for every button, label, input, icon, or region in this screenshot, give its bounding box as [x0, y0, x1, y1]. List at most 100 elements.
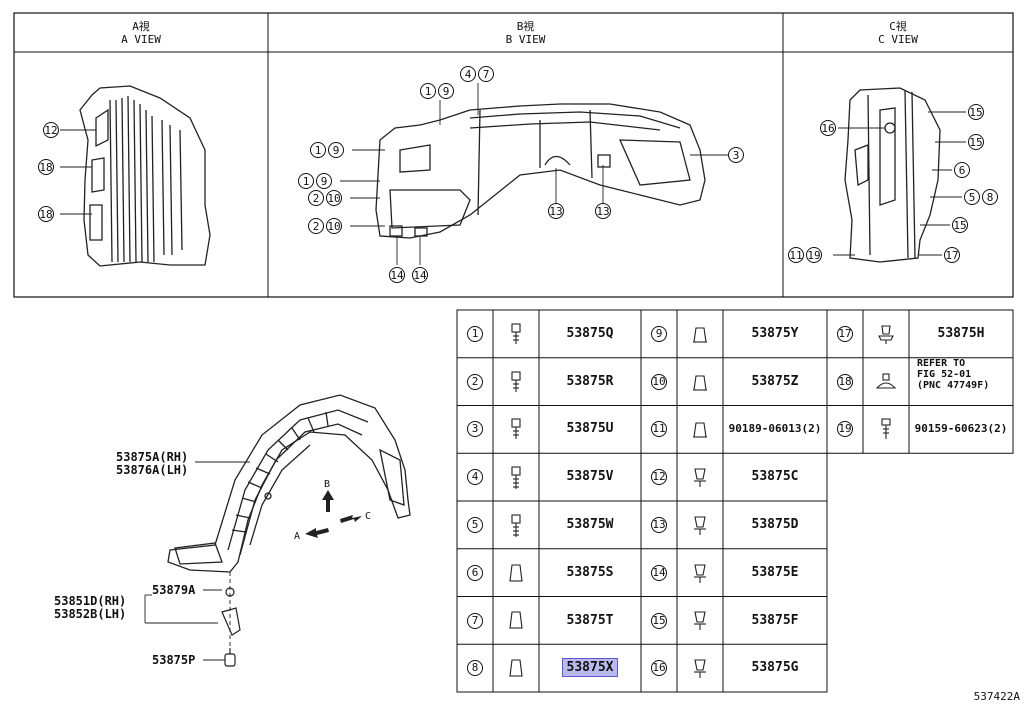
- part-number-marker[interactable]: 11: [651, 420, 667, 437]
- part-number-marker[interactable]: 18: [837, 373, 853, 390]
- callout-marker[interactable]: 15: [952, 217, 968, 233]
- callout-marker[interactable]: 1: [420, 83, 436, 99]
- callout-marker[interactable]: 7: [478, 66, 494, 82]
- table-row-4-num-cell: 4: [457, 453, 493, 500]
- reference-note[interactable]: REFER TO FIG 52-01 (PNC 47749F): [909, 358, 1013, 405]
- callout-marker[interactable]: 9: [316, 173, 332, 189]
- table-row-14-num-cell: 14: [641, 549, 677, 596]
- table-row-7-num-cell: 7: [457, 597, 493, 644]
- part-number-marker[interactable]: 4: [467, 468, 483, 485]
- callout-marker[interactable]: 13: [595, 203, 611, 219]
- callout-marker[interactable]: 3: [728, 147, 744, 163]
- table-row-5-num-cell: 5: [457, 501, 493, 548]
- part-code[interactable]: 53875D: [751, 517, 799, 532]
- callout-marker[interactable]: 10: [326, 190, 342, 206]
- part-code[interactable]: 53875Z: [751, 374, 799, 389]
- reference-line: REFER TO: [917, 358, 966, 369]
- table-row-19-num-cell: 19: [827, 405, 863, 452]
- part-code[interactable]: 53875V: [566, 469, 614, 484]
- part-number-marker[interactable]: 3: [467, 420, 483, 437]
- part-number-marker[interactable]: 10: [651, 373, 667, 390]
- callout-marker[interactable]: 4: [460, 66, 476, 82]
- callout-marker[interactable]: 18: [38, 159, 54, 175]
- arrow-c-label: C: [365, 511, 372, 522]
- part-number-marker[interactable]: 6: [467, 564, 483, 581]
- callout-marker[interactable]: 8: [982, 189, 998, 205]
- fender-liner-drawing: [167, 394, 411, 573]
- callout-marker[interactable]: 11: [788, 247, 804, 263]
- part-code[interactable]: 90159-60623(2): [914, 422, 1008, 435]
- parts-table-grid: [456, 309, 1014, 693]
- part-number-marker[interactable]: 12: [651, 468, 667, 485]
- part-number-marker[interactable]: 8: [467, 659, 483, 676]
- part-number-marker[interactable]: 17: [837, 325, 853, 342]
- part-code[interactable]: 53875R: [566, 374, 614, 389]
- callout-marker[interactable]: 2: [308, 218, 324, 234]
- part-code[interactable]: 53875F: [751, 613, 799, 628]
- callout-marker[interactable]: 1: [298, 173, 314, 189]
- a-view-leaders: [60, 129, 96, 215]
- table-row-3-num-cell: 3: [457, 405, 493, 452]
- part-number-marker[interactable]: 14: [651, 564, 667, 581]
- part-code[interactable]: 53875E: [751, 565, 799, 580]
- callout-marker[interactable]: 13: [548, 203, 564, 219]
- part-number-marker[interactable]: 9: [651, 325, 667, 342]
- callout-marker[interactable]: 19: [806, 247, 822, 263]
- part-code[interactable]: 53875S: [566, 565, 614, 580]
- table-row-9-num-cell: 9: [641, 310, 677, 357]
- table-row-11-num-cell: 11: [641, 405, 677, 452]
- part-code[interactable]: 53875Q: [566, 326, 614, 341]
- part-code[interactable]: 53875C: [751, 469, 799, 484]
- b-view-leaders: [340, 83, 728, 265]
- callout-marker[interactable]: 16: [820, 120, 836, 136]
- table-row-13-num-cell: 13: [641, 501, 677, 548]
- part-number-marker[interactable]: 15: [651, 612, 667, 629]
- callout-marker[interactable]: 9: [438, 83, 454, 99]
- callout-marker[interactable]: 15: [968, 104, 984, 120]
- callout-marker[interactable]: 15: [968, 134, 984, 150]
- clip-and-screw-parts: [221, 587, 241, 667]
- part-code[interactable]: 53875T: [566, 613, 614, 628]
- reference-line: FIG 52-01: [917, 369, 972, 380]
- callout-marker[interactable]: 6: [954, 162, 970, 178]
- table-row-8-num-cell: 8: [457, 644, 493, 691]
- part-number-marker[interactable]: 19: [837, 420, 853, 437]
- part-code[interactable]: 53875Y: [751, 326, 799, 341]
- a-view-jp: A視: [132, 20, 150, 33]
- main-leaders: [144, 461, 250, 661]
- part-code[interactable]: 53875U: [566, 421, 614, 436]
- part-code[interactable]: 53875G: [751, 660, 799, 675]
- callout-marker[interactable]: 14: [389, 267, 405, 283]
- c-view-en: C VIEW: [878, 33, 918, 46]
- table-row-10-num-cell: 10: [641, 358, 677, 405]
- callout-marker[interactable]: 9: [328, 142, 344, 158]
- callout-marker[interactable]: 5: [964, 189, 980, 205]
- part-code-highlighted[interactable]: 53875X: [561, 658, 619, 677]
- part-number-marker[interactable]: 13: [651, 516, 667, 533]
- callout-marker[interactable]: 14: [412, 267, 428, 283]
- part-number-marker[interactable]: 2: [467, 373, 483, 390]
- callout-marker[interactable]: 12: [43, 122, 59, 138]
- top-views-frame: [13, 12, 1014, 298]
- part-number-marker[interactable]: 5: [467, 516, 483, 533]
- callout-marker[interactable]: 17: [944, 247, 960, 263]
- part-code[interactable]: 53875W: [566, 517, 614, 532]
- part-code[interactable]: 90189-06013(2): [728, 422, 822, 435]
- liner-rh-label: 53875A(RH): [116, 450, 189, 464]
- arrow-a-label: A: [294, 531, 301, 542]
- fastener-icons: [509, 323, 897, 678]
- b-view-en: B VIEW: [505, 33, 546, 46]
- table-row-17-num-cell: 17: [827, 310, 863, 357]
- part-number-marker[interactable]: 1: [467, 325, 483, 342]
- part-number-marker[interactable]: 7: [467, 612, 483, 629]
- table-row-1-num-cell: 1: [457, 310, 493, 357]
- callout-marker[interactable]: 2: [308, 190, 324, 206]
- arrow-b-label: B: [324, 479, 331, 490]
- callout-marker[interactable]: 18: [38, 206, 54, 222]
- screw-label: 53875P: [152, 653, 196, 667]
- callout-marker[interactable]: 10: [326, 218, 342, 234]
- table-row-15-num-cell: 15: [641, 597, 677, 644]
- callout-marker[interactable]: 1: [310, 142, 326, 158]
- part-code[interactable]: 53875H: [937, 326, 985, 341]
- part-number-marker[interactable]: 16: [651, 659, 667, 676]
